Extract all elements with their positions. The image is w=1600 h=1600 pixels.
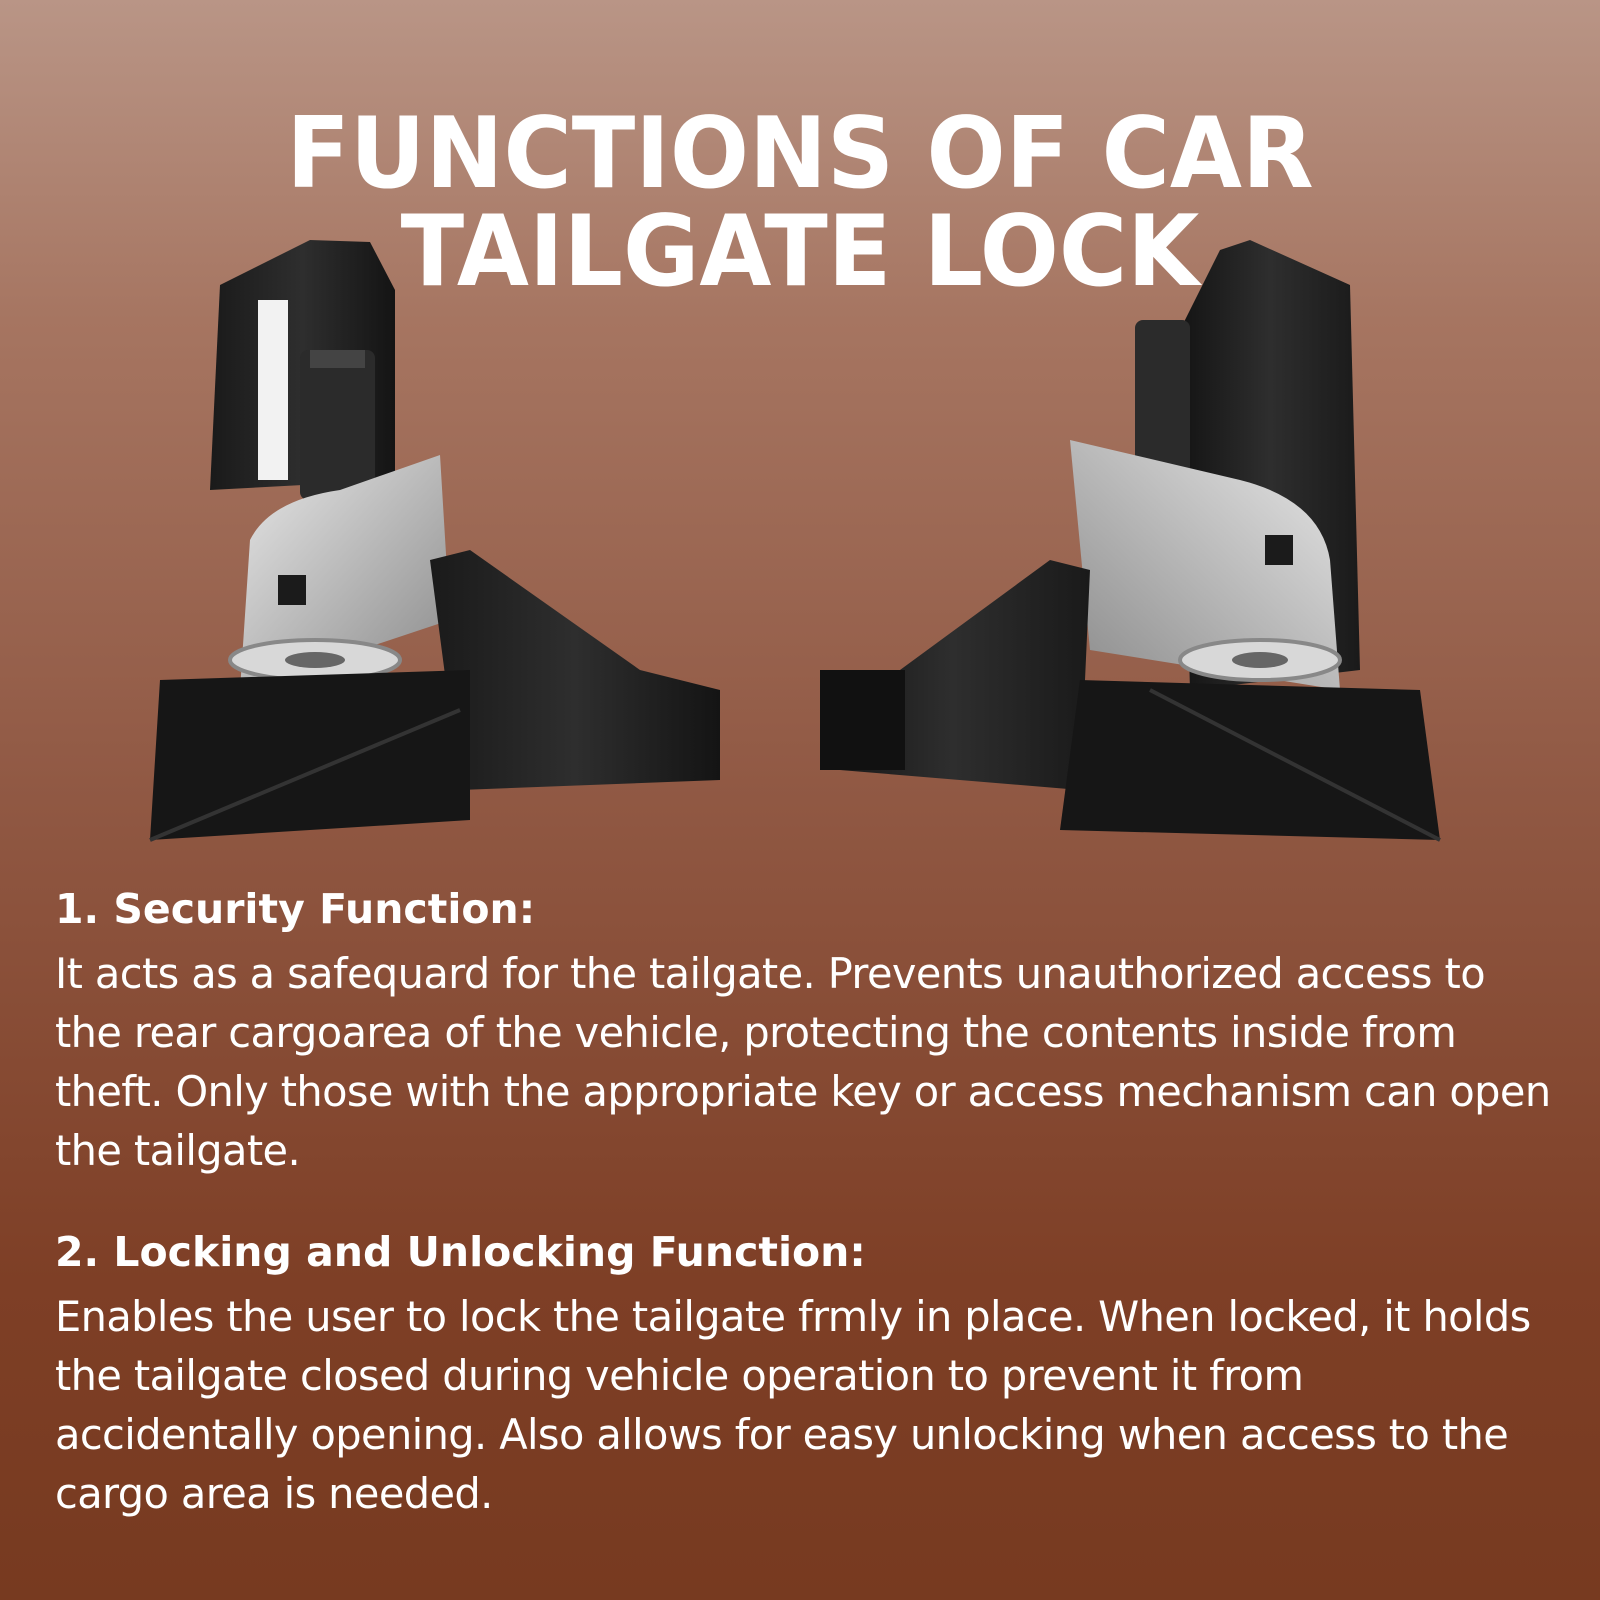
section-heading: 1. Security Function:	[55, 885, 536, 933]
tailgate-lock-image-left	[149, 240, 720, 842]
page-title: FUNCTIONS OF CAR TAILGATE LOCK	[286, 97, 1314, 309]
content-area: 1. Security Function: It acts as a safeq…	[55, 885, 1555, 1571]
tailgate-lock-image-right	[820, 240, 1441, 842]
section-locking-function: 2. Locking and Unlocking Function: Enabl…	[55, 1228, 1555, 1523]
section-body: Enables the user to lock the tailgate fr…	[55, 1292, 1531, 1519]
section-body: It acts as a safequard for the tailgate.…	[55, 949, 1551, 1176]
section-heading: 2. Locking and Unlocking Function:	[55, 1228, 866, 1277]
section-security-function: 1. Security Function: It acts as a safeq…	[55, 885, 1555, 1180]
